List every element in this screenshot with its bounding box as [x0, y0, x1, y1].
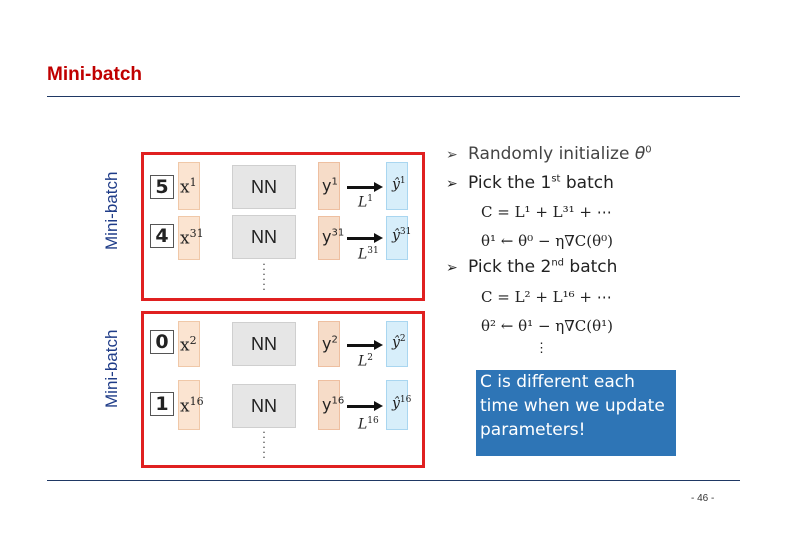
vertical-ellipsis: ······ [262, 426, 266, 464]
bullet-arrow-icon: ➢ [446, 260, 458, 276]
formula-update-1: θ¹ ← θ⁰ − η∇C(θ⁰) [481, 232, 613, 250]
nn-block: NN [232, 384, 296, 428]
input-label: x1 [180, 176, 197, 198]
minibatch-box-1 [141, 152, 425, 301]
target-cell [386, 216, 408, 260]
digit-image: 5 [150, 175, 174, 199]
vertical-ellipsis: ······ [262, 258, 266, 296]
target-cell [386, 380, 408, 430]
step-random-init: ➢Randomly initialize θ0 [446, 144, 652, 164]
bottom-rule [47, 480, 740, 481]
minibatch-box-2 [141, 311, 425, 468]
input-cell [178, 380, 200, 430]
loss-arrow [347, 340, 383, 350]
input-label: x31 [180, 227, 204, 249]
nn-block: NN [232, 322, 296, 366]
digit-image: 1 [150, 392, 174, 416]
slide-title: Mini-batch [47, 64, 142, 85]
loss-arrow [347, 233, 383, 243]
target-label: ŷ2 [392, 334, 406, 351]
callout-note: C is different each time when we update … [476, 370, 676, 456]
output-cell [318, 162, 340, 210]
loss-arrow [347, 401, 383, 411]
output-label: y16 [322, 395, 345, 414]
loss-label: L2 [358, 353, 374, 370]
loss-arrow [347, 182, 383, 192]
output-cell [318, 321, 340, 367]
input-cell [178, 216, 200, 260]
top-rule [47, 96, 740, 97]
nn-block: NN [232, 165, 296, 209]
callout-text: C is different each time when we update … [480, 372, 665, 440]
loss-label: L31 [358, 246, 379, 263]
steps-ellipsis: ⋮ [535, 341, 548, 356]
side-label-batch1: Mini-batch [102, 171, 121, 250]
output-label: y2 [322, 334, 338, 353]
loss-label: L16 [358, 416, 379, 433]
output-cell [318, 380, 340, 430]
formula-cost-2: C = L² + L¹⁶ + ⋯ [481, 288, 612, 306]
input-label: x2 [180, 334, 197, 356]
formula-update-2: θ² ← θ¹ − η∇C(θ¹) [481, 317, 613, 335]
target-label: ŷ1 [392, 176, 406, 193]
target-label: ŷ31 [392, 227, 412, 244]
step-pick-batch-1: ➢Pick the 1st batch [446, 173, 614, 193]
output-label: y31 [322, 227, 345, 246]
target-label: ŷ16 [392, 395, 412, 412]
output-label: y1 [322, 176, 338, 195]
side-label-batch2: Mini-batch [102, 329, 121, 408]
input-cell [178, 321, 200, 367]
formula-cost-1: C = L¹ + L³¹ + ⋯ [481, 203, 612, 221]
nn-block: NN [232, 215, 296, 259]
output-cell [318, 216, 340, 260]
target-cell [386, 162, 408, 210]
step-pick-batch-2: ➢Pick the 2nd batch [446, 257, 618, 277]
input-label: x16 [180, 395, 204, 417]
digit-image: 4 [150, 224, 174, 248]
loss-label: L1 [358, 194, 374, 211]
page-number: - 46 - [691, 493, 715, 504]
input-cell [178, 162, 200, 210]
target-cell [386, 321, 408, 367]
digit-image: 0 [150, 330, 174, 354]
bullet-arrow-icon: ➢ [446, 147, 458, 163]
bullet-arrow-icon: ➢ [446, 176, 458, 192]
